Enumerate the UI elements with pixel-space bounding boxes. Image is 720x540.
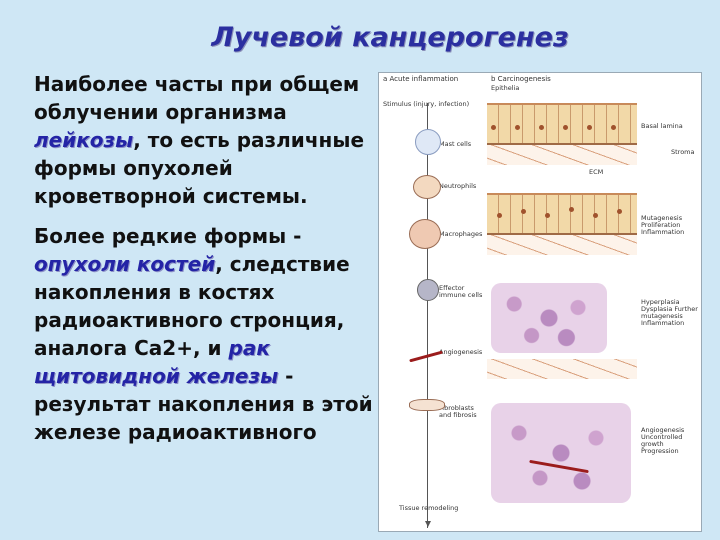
neutrophil-cell [413, 175, 441, 199]
label-effector-cells: Effector immune cells [439, 284, 483, 299]
label-epithelia: Epithelia [491, 84, 520, 92]
hyperplasia-mass [491, 283, 607, 353]
label-basal-lamina: Basal lamina [641, 122, 683, 130]
main-text: Наиболее часты при общем облучении орган… [34, 70, 384, 458]
label-hyperplasia: Hyperplasia Dysplasia Further mutagenesi… [641, 298, 698, 327]
paragraph-rare-forms: Более редкие формы - опухоли костей, сле… [34, 222, 384, 446]
paragraph1-text-start: Наиболее часты при общем облучении орган… [34, 72, 360, 124]
figure-heading-b: b Carcinogenesis [491, 75, 551, 83]
label-ecm: ECM [589, 168, 604, 176]
highlight-leukemia: лейкозы [34, 128, 134, 152]
stroma-stage-1 [487, 145, 637, 165]
label-neutrophils: Neutrophils [439, 182, 477, 190]
paragraph-leukemia: Наиболее часты при общем облучении орган… [34, 70, 384, 210]
effector-cell [417, 279, 439, 301]
label-stimulus: Stimulus (injury, infection) [383, 100, 470, 108]
label-mast-cells: Mast cells [439, 140, 472, 148]
highlight-thyroid-cancer: рак щитовидной железы [34, 336, 279, 388]
label-macrophages: Macrophages [439, 230, 483, 238]
paragraph1-text-end: , то есть различные формы опухолей крове… [34, 128, 365, 208]
epithelium-stage-2 [487, 193, 637, 235]
mast-cell [415, 129, 441, 155]
epithelium-stage-1 [487, 103, 637, 145]
inflammation-timeline [427, 103, 428, 528]
label-stroma: Stroma [671, 148, 695, 156]
label-mutagenesis: Mutagenesis Proliferation Inflammation [641, 214, 685, 236]
paragraph2-text-middle: , следствие накопления в костях радиоакт… [34, 252, 350, 360]
macrophage-cell [409, 219, 441, 249]
timeline-arrow [425, 521, 431, 527]
vessel-left [409, 350, 443, 363]
carcinogenesis-figure: a Acute inflammation b Carcinogenesis St… [378, 72, 702, 532]
stroma-stage-2 [487, 235, 637, 255]
fibroblast-cell [409, 399, 445, 411]
label-tissue-remodeling: Tissue remodeling [399, 504, 459, 512]
tumor-mass [491, 403, 631, 503]
stroma-stage-3 [487, 359, 637, 379]
label-angiogenesis: Angiogenesis [439, 348, 483, 356]
label-progression: Angiogenesis Uncontrolled growth Progres… [641, 426, 685, 455]
paragraph2-text-end: - результат накопления в этой железе рад… [34, 364, 373, 444]
highlight-bone-tumors: опухоли костей [34, 252, 216, 276]
page-title: Лучевой канцерогенез [211, 22, 569, 53]
label-fibroblasts: Fibroblasts and fibrosis [439, 404, 477, 419]
paragraph2-text-start: Более редкие формы - [34, 224, 302, 248]
figure-heading-a: a Acute inflammation [383, 75, 459, 83]
